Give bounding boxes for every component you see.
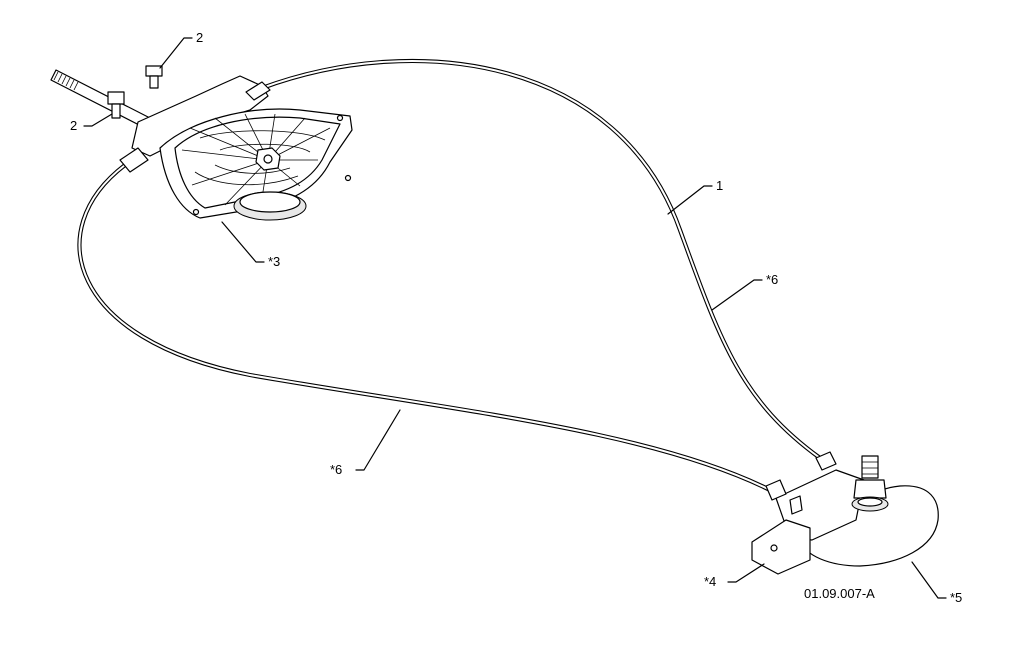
leader-4 [727,563,765,583]
bracket-foot [751,519,811,575]
callout-6-upper: *6 [766,272,778,287]
leader-5 [911,561,947,599]
bolt-left [107,91,125,119]
cable-fitting-pivot-lower [765,479,787,501]
cable-fitting-pivot-upper [815,451,837,471]
leader-1 [667,185,713,215]
callout-3: *3 [268,254,280,269]
pivot-assembly [751,451,939,575]
leader-6a [711,279,763,311]
callout-2-left: 2 [70,118,77,133]
callout-2-top: 2 [196,30,203,45]
leader-6b [355,409,401,471]
leader-lines [83,37,947,599]
gear-assembly [50,65,353,221]
pivot-stud [851,455,889,512]
threaded-shaft [50,69,151,129]
hub-nut [255,147,281,171]
callout-1: 1 [716,178,723,193]
cable-fitting-upper [245,81,271,101]
leader-2b [83,113,113,127]
drawing-reference: 01.09.007-A [804,586,875,601]
callout-5: *5 [950,590,962,605]
leader-2a [159,37,193,69]
callout-4: *4 [704,574,716,589]
cable-upper [259,58,823,461]
cable-lower [77,162,773,493]
bolt-top [145,65,163,89]
callout-6-lower: *6 [330,462,342,477]
mounting-plate [131,75,269,157]
cable-fitting-lower [119,147,149,173]
leader-3 [221,221,265,263]
pulley [233,191,307,221]
